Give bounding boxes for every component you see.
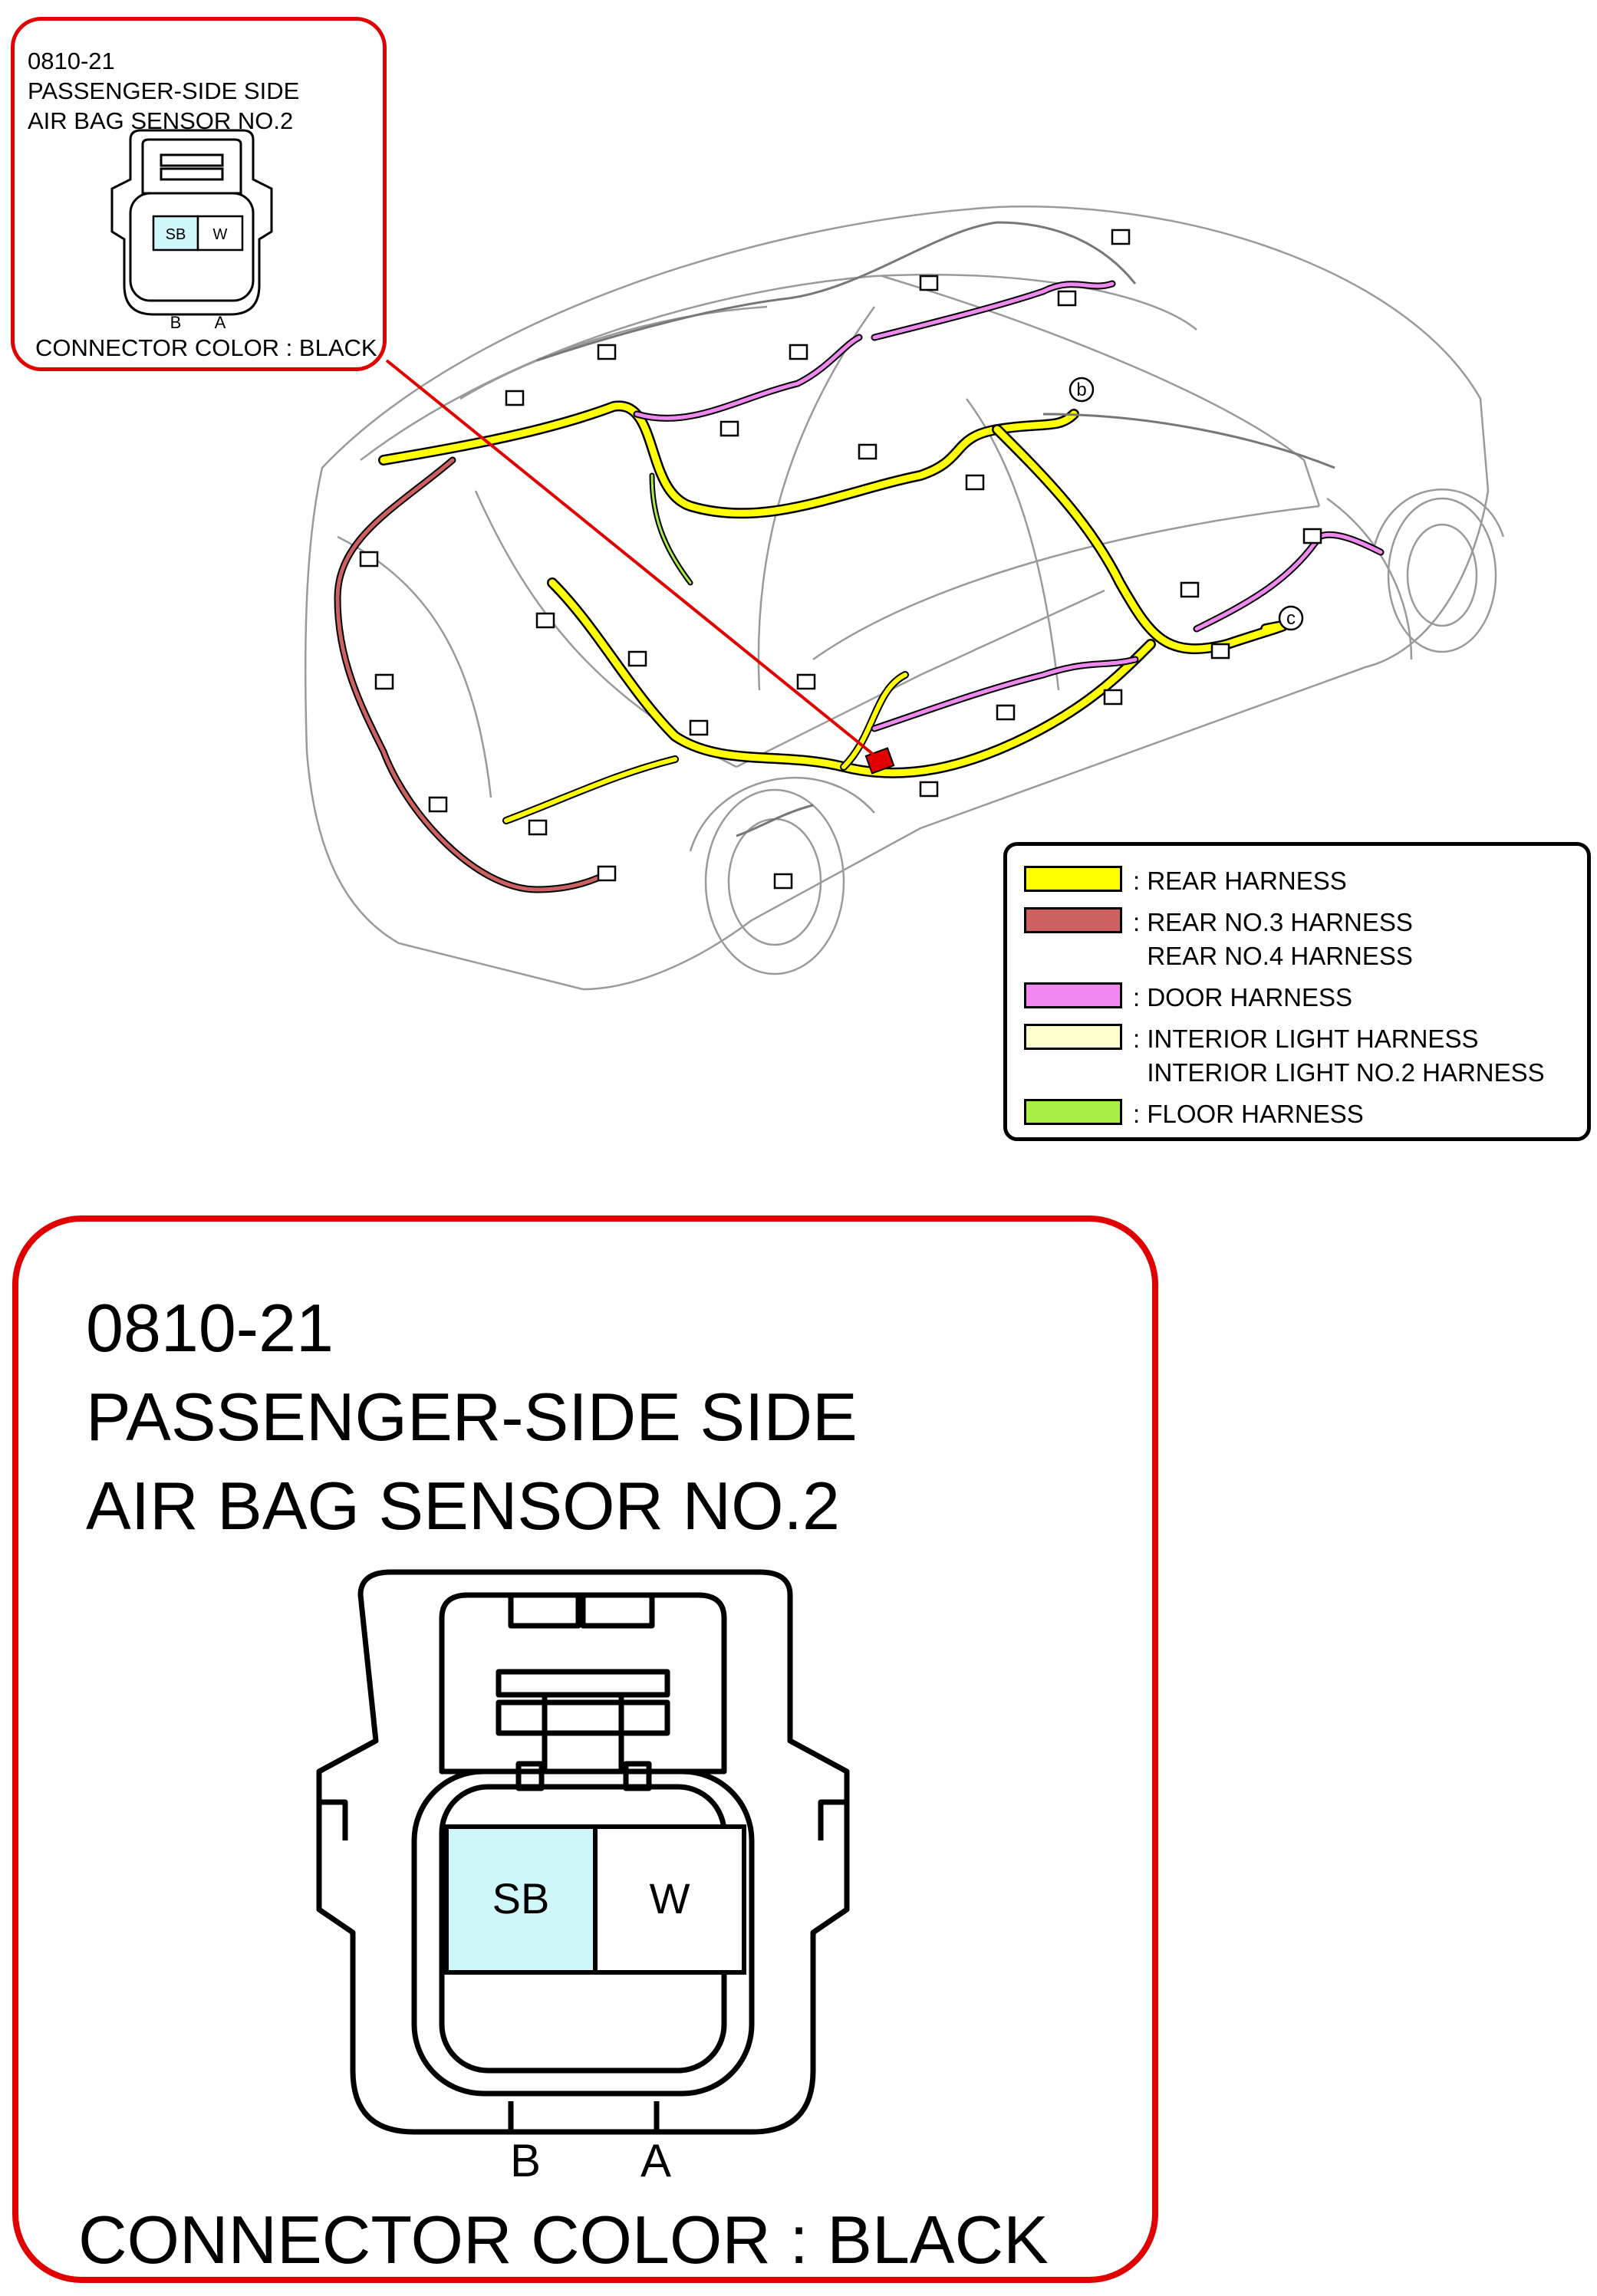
- small-connector-drawing: SB W B A: [110, 129, 273, 331]
- legend-label: : DOOR HARNESS: [1133, 983, 1353, 1011]
- pin-cell-w: [593, 1824, 746, 1975]
- small-name-line1: PASSENGER-SIDE SIDE: [28, 77, 300, 104]
- legend-item-rear-harness: : REAR HARNESS: [1024, 864, 1347, 898]
- interior-light-harness-wires: [536, 221, 1335, 837]
- callout-line: [385, 359, 876, 757]
- terminal-b-label: B: [510, 2135, 541, 2178]
- legend-swatch: [1024, 1024, 1122, 1050]
- terminal-a-label: A: [640, 2135, 671, 2178]
- harness-legend: : REAR HARNESS : REAR NO.3 HARNESS REAR …: [1003, 842, 1591, 1141]
- legend-label: : REAR HARNESS: [1133, 867, 1347, 895]
- large-connector-color: CONNECTOR COLOR : BLACK: [78, 2202, 1049, 2278]
- legend-swatch: [1024, 1099, 1122, 1125]
- small-pin-wire-sb: SB: [166, 226, 186, 243]
- small-terminal-a: A: [215, 313, 226, 331]
- legend-label: : INTERIOR LIGHT HARNESS INTERIOR LIGHT …: [1133, 1025, 1545, 1087]
- large-name-line2: AIR BAG SENSOR NO.2: [86, 1468, 840, 1544]
- large-connector-detail: [12, 1215, 1158, 2283]
- harness-connectors: [359, 229, 1322, 890]
- svg-text:c: c: [1286, 608, 1296, 629]
- large-code: 0810-21: [86, 1290, 334, 1366]
- callout-c: c: [1278, 605, 1304, 631]
- legend-swatch: [1024, 982, 1122, 1008]
- pin-cell-sb: [444, 1824, 598, 1975]
- small-code: 0810-21: [28, 48, 115, 74]
- car-body-outline: [304, 206, 1505, 991]
- pin-wire-sb: SB: [492, 1874, 550, 1923]
- legend-item-interior-light-harness: : INTERIOR LIGHT HARNESS INTERIOR LIGHT …: [1024, 1022, 1545, 1090]
- large-name-line1: PASSENGER-SIDE SIDE: [86, 1379, 858, 1455]
- legend-swatch: [1024, 907, 1122, 933]
- car-wiring-diagram: b c: [304, 206, 1505, 991]
- legend-item-rear-no3-harness: : REAR NO.3 HARNESS REAR NO.4 HARNESS: [1024, 906, 1413, 973]
- rear-no3-harness-wires: [334, 456, 610, 893]
- small-connector-inset: [11, 17, 387, 371]
- small-terminal-b: B: [170, 313, 182, 331]
- legend-label: : REAR NO.3 HARNESS REAR NO.4 HARNESS: [1133, 908, 1413, 970]
- rear-harness-wires: [378, 400, 1289, 824]
- small-connector-color: CONNECTOR COLOR : BLACK: [35, 334, 377, 361]
- floor-harness-wires: [649, 472, 693, 586]
- legend-item-floor-harness: : FLOOR HARNESS: [1024, 1097, 1364, 1131]
- callout-b: b: [1069, 377, 1095, 403]
- legend-label: : FLOOR HARNESS: [1133, 1100, 1364, 1128]
- legend-item-door-harness: : DOOR HARNESS: [1024, 981, 1352, 1015]
- door-harness-wires: [633, 280, 1385, 732]
- legend-swatch: [1024, 866, 1122, 892]
- small-pin-wire-w: W: [213, 226, 228, 243]
- svg-text:b: b: [1076, 380, 1086, 400]
- pin-wire-w: W: [650, 1874, 690, 1923]
- large-connector-drawing: SB W B A: [316, 1569, 850, 2178]
